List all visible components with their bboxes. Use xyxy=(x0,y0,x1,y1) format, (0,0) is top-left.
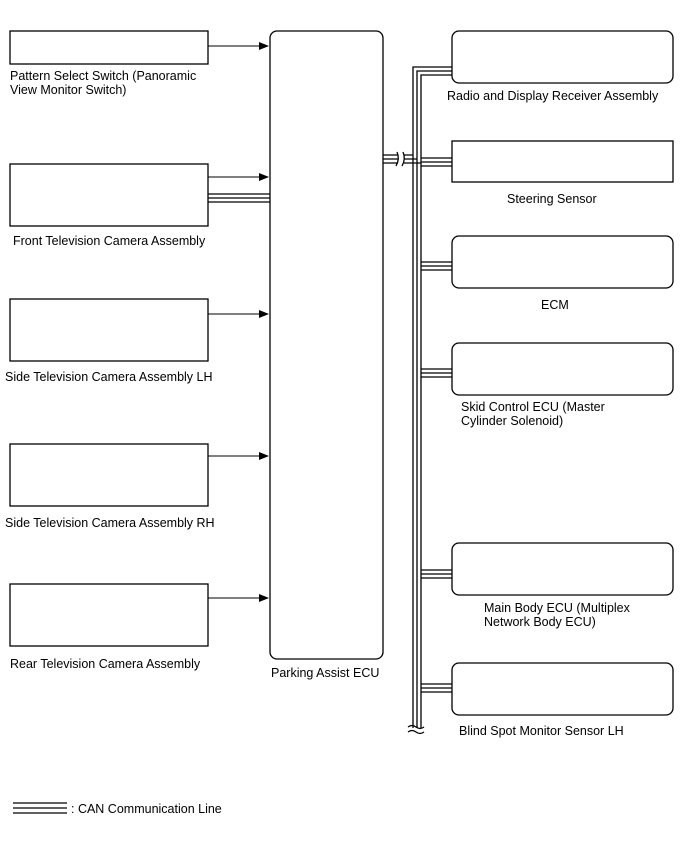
legend-can-line-symbol xyxy=(13,802,67,814)
radio-display-receiver-label: Radio and Display Receiver Assembly xyxy=(447,89,659,103)
can-link-ecu-bus xyxy=(383,151,421,167)
pattern-select-switch-label-2: View Monitor Switch) xyxy=(10,83,126,97)
can-bus-main xyxy=(412,66,452,728)
legend-label: : CAN Communication Line xyxy=(71,802,222,816)
parking-assist-ecu-label: Parking Assist ECU xyxy=(271,666,379,680)
pattern-select-switch-label-1: Pattern Select Switch (Panoramic xyxy=(10,69,196,83)
can-branches xyxy=(421,157,452,693)
side-camera-lh-box xyxy=(9,298,209,362)
front-camera-box xyxy=(9,163,209,227)
rear-camera-box xyxy=(9,583,209,647)
radio-display-receiver-box xyxy=(451,30,674,84)
steering-sensor-label: Steering Sensor xyxy=(507,192,597,206)
can-bus-break xyxy=(407,724,425,735)
side-camera-rh-box xyxy=(9,443,209,507)
front-camera-label: Front Television Camera Assembly xyxy=(13,234,206,248)
pattern-select-switch-box xyxy=(9,30,209,65)
main-body-ecu-label-2: Network Body ECU) xyxy=(484,615,596,629)
ecm-label: ECM xyxy=(541,298,569,312)
ecm-box xyxy=(451,235,674,289)
side-camera-lh-label: Side Television Camera Assembly LH xyxy=(5,370,213,384)
blind-spot-sensor-lh-label: Blind Spot Monitor Sensor LH xyxy=(459,724,624,738)
skid-control-ecu-label-2: Cylinder Solenoid) xyxy=(461,414,563,428)
main-body-ecu-box xyxy=(451,542,674,596)
skid-control-ecu-label-1: Skid Control ECU (Master xyxy=(461,400,605,414)
skid-control-ecu-box xyxy=(451,342,674,396)
blind-spot-sensor-lh-box xyxy=(451,662,674,716)
can-line-front-camera xyxy=(208,193,270,203)
steering-sensor-box xyxy=(451,140,674,183)
rear-camera-label: Rear Television Camera Assembly xyxy=(10,657,201,671)
side-camera-rh-label: Side Television Camera Assembly RH xyxy=(5,516,215,530)
parking-assist-ecu-box xyxy=(269,30,384,660)
main-body-ecu-label-1: Main Body ECU (Multiplex xyxy=(484,601,631,615)
